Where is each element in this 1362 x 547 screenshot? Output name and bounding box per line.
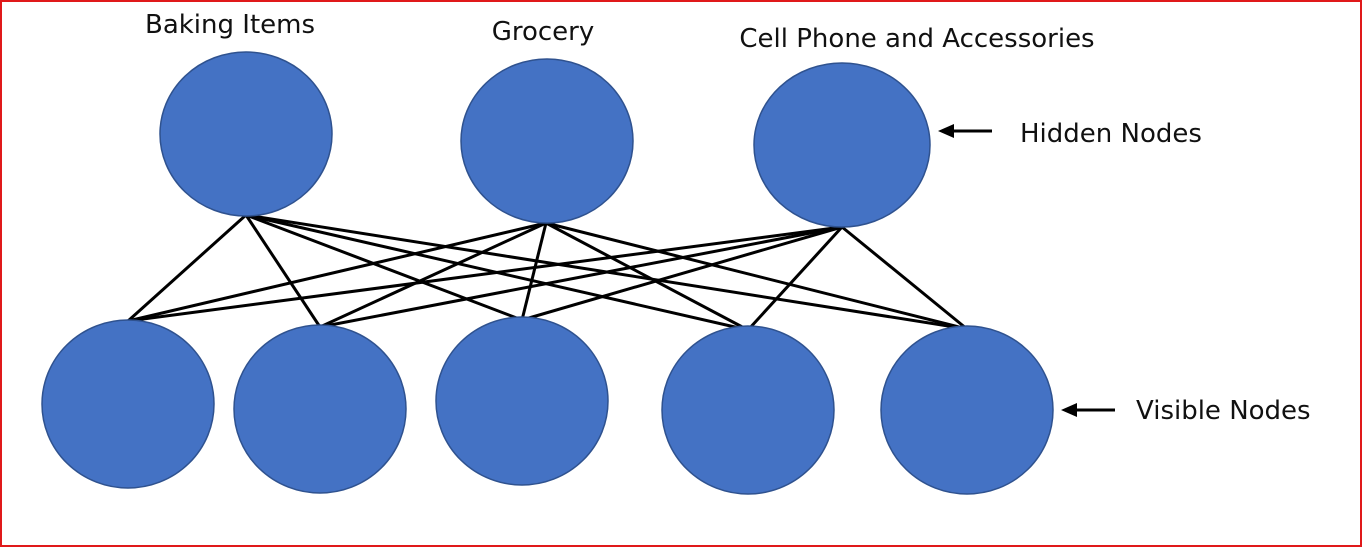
- visible-annotation: Visible Nodes: [1061, 396, 1311, 426]
- node-labels: Baking Items Grocery Cell Phone and Access…: [145, 10, 1095, 54]
- connections: [126, 213, 968, 332]
- edge-hidden-1-visible-1: [126, 213, 248, 323]
- edge-hidden-2-visible-1: [127, 221, 547, 323]
- edge-hidden-2-visible-3: [520, 222, 548, 321]
- edge-hidden-1-visible-3: [245, 213, 523, 322]
- visible-nodes-label: Visible Nodes: [1136, 396, 1311, 426]
- hidden-annotation: Hidden Nodes: [938, 119, 1202, 149]
- visible-node-1: [41, 319, 215, 489]
- nodes: [41, 51, 1054, 495]
- visible-node-2: [233, 324, 407, 494]
- hidden-node-label-3: Cell Phone and Accessories: [739, 24, 1094, 54]
- hidden-node-label-1: Baking Items: [145, 10, 315, 40]
- edge-hidden-2-visible-4: [545, 221, 749, 332]
- visible-arrow-head: [1061, 403, 1077, 417]
- edge-hidden-3-visible-1: [127, 225, 843, 323]
- edge-hidden-2-visible-2: [319, 221, 547, 329]
- hidden-arrow-head: [938, 124, 954, 138]
- edge-hidden-3-visible-4: [746, 225, 844, 332]
- hidden-node-3: [753, 62, 931, 228]
- edge-hidden-3-visible-3: [521, 225, 843, 322]
- hidden-node-label-2: Grocery: [492, 17, 595, 47]
- edge-hidden-3-visible-2: [319, 225, 843, 329]
- edge-hidden-1-visible-2: [244, 214, 322, 328]
- hidden-node-2: [460, 58, 634, 224]
- hidden-node-1: [159, 51, 333, 217]
- visible-node-5: [880, 325, 1054, 495]
- visible-node-3: [435, 316, 609, 486]
- edge-hidden-3-visible-5: [841, 225, 968, 331]
- edge-hidden-2-visible-5: [545, 221, 968, 331]
- visible-node-4: [661, 325, 835, 495]
- hidden-nodes-label: Hidden Nodes: [1020, 119, 1202, 149]
